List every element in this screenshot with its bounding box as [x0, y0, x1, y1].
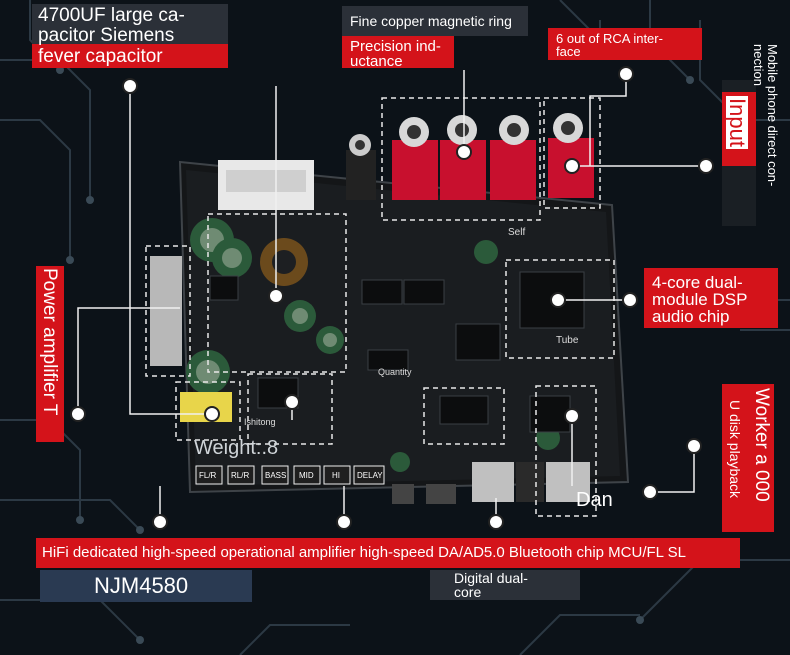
worker-label: Worker a 000: [751, 388, 772, 502]
njm-box: [40, 570, 252, 602]
rca-label-line2: face: [556, 44, 581, 59]
dsp-label-line2: module DSP: [652, 290, 748, 309]
input-label: Input: [725, 96, 750, 149]
dsp-box: [644, 268, 778, 328]
udisk-label: U disk playback: [727, 400, 743, 499]
worker-box: [722, 384, 774, 532]
knob-label-rlr: RL/R: [231, 471, 250, 480]
knob-label-mid: MID: [299, 471, 314, 480]
board-text-ishitong: Ishitong: [244, 417, 276, 427]
njm-label: NJM4580: [94, 573, 189, 598]
digital-label-line2: core: [454, 584, 482, 600]
usb-port-2: [546, 462, 590, 502]
knob-label-hi: HI: [332, 471, 340, 480]
board-text-quantity: Quantity: [378, 367, 412, 377]
copper-ring-box: [342, 6, 528, 36]
knob-bases: [195, 465, 385, 485]
heatsink: [150, 256, 182, 366]
precision-label-line1: Precision ind-: [350, 38, 441, 55]
rca-label-line1: 6 out of RCA inter-: [556, 31, 663, 46]
board-text-tube: Tube: [556, 335, 579, 346]
knob-label-delay: DELAY: [357, 471, 383, 480]
capacitor-label-line3: fever capacitor: [38, 46, 163, 67]
callout-lines: [77, 70, 706, 522]
board-text-dan: Dan: [576, 489, 613, 511]
capacitor-label-stripe: [32, 44, 228, 68]
knob-label-bass: BASS: [265, 471, 287, 480]
digital-label-line1: Digital dual-: [454, 570, 528, 586]
mobile-label-line1: Mobile phone direct con-: [765, 44, 780, 187]
knob-label-flr: FL/R: [199, 471, 217, 480]
weight-label: Weight:.8: [194, 437, 279, 459]
bottom-banner-box: [36, 538, 740, 568]
precision-box: [342, 36, 454, 68]
power-amp-box: [36, 266, 64, 442]
callout-dots: [70, 66, 714, 530]
bottom-banner-text: HiFi dedicated high-speed operational am…: [42, 544, 686, 561]
board-text-self: Self: [508, 227, 526, 238]
copper-ring-label: Fine copper magnetic ring: [350, 13, 512, 29]
usb-port: [472, 462, 514, 502]
rca-box: [548, 28, 702, 60]
capacitor-label-line1: 4700UF large ca-: [38, 5, 185, 26]
mobile-label-line2: nection: [751, 44, 766, 86]
capacitor-label-line2: pacitor Siemens: [38, 25, 175, 46]
dsp-label-line1: 4-core dual-: [652, 273, 743, 292]
dsp-label-line3: audio chip: [652, 307, 730, 326]
power-amp-label: Power amplifier T: [39, 268, 60, 416]
digital-box: [430, 570, 580, 600]
precision-label-line2: uctance: [350, 53, 403, 70]
